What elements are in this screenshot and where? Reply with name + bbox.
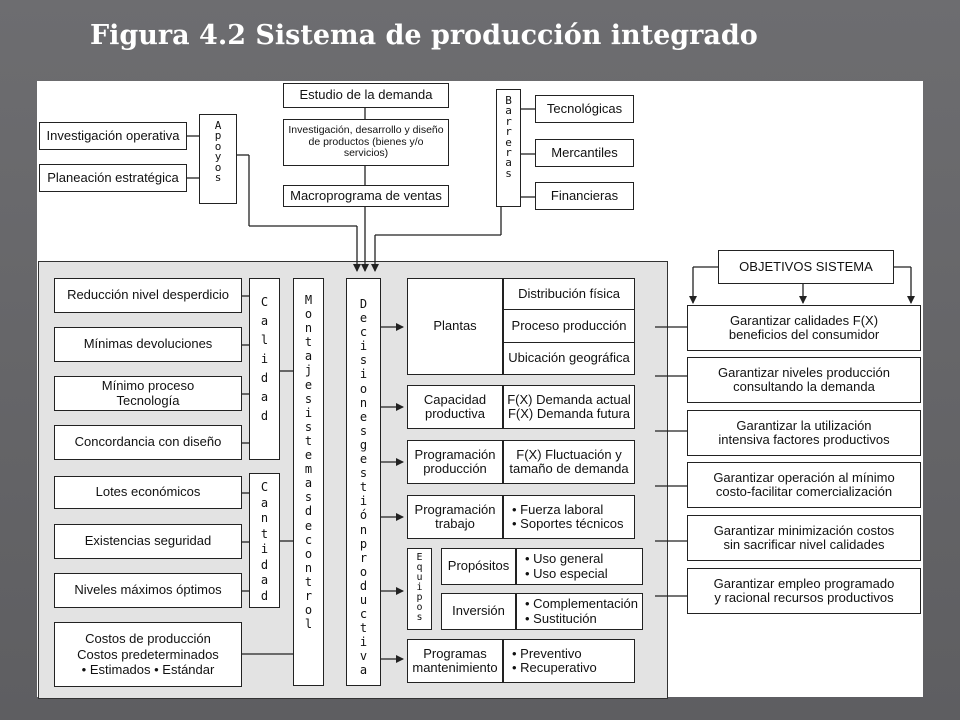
plantas-item: Distribución física	[504, 279, 634, 311]
apoyos-item-investigacion: Investigación operativa	[39, 122, 187, 150]
calidad-item: Reducción nivel desperdicio	[54, 278, 242, 313]
research-design-box: Investigación, desarrollo y diseño de pr…	[283, 119, 449, 166]
objetivo-item: Garantizar minimización costos sin sacri…	[687, 515, 921, 561]
inversion-detail-box: • Complementación • Sustitución	[516, 593, 643, 630]
plantas-items-box: Distribución física Proceso producción U…	[503, 278, 635, 375]
objetivo-item: Garantizar calidades F(X) beneficios del…	[687, 305, 921, 351]
calidad-label: Calidad	[260, 295, 269, 423]
mantenimiento-label-box: Programas mantenimiento	[407, 639, 503, 683]
cantidad-item: Existencias seguridad	[54, 524, 242, 559]
montaje-control-box: Montaje sistemas de control	[293, 278, 324, 686]
calidad-item: Mínimas devoluciones	[54, 327, 242, 362]
equipos-label: Equipos	[416, 552, 423, 623]
plantas-box: Plantas	[407, 278, 503, 375]
objetivo-item: Garantizar la utilización intensiva fact…	[687, 410, 921, 456]
equipos-label-box: Equipos	[407, 548, 432, 630]
plantas-item: Proceso producción	[504, 310, 634, 343]
cantidad-item: Lotes económicos	[54, 476, 242, 509]
capacidad-detail-box: F(X) Demanda actual F(X) Demanda futura	[503, 385, 635, 429]
barreras-item-mercantiles: Mercantiles	[535, 139, 634, 167]
prog-trabajo-label-box: Programación trabajo	[407, 495, 503, 539]
slide-title: Figura 4.2 Sistema de producción integra…	[90, 20, 758, 51]
decisiones-gestion-label: Decisiones gestión productiva	[359, 297, 368, 678]
connector-lines	[187, 108, 915, 663]
sales-macroprogram-box: Macroprograma de ventas	[283, 185, 449, 207]
inversion-label-box: Inversión	[441, 593, 516, 630]
cantidad-item: Niveles máximos óptimos	[54, 573, 242, 608]
prog-trabajo-detail-box: • Fuerza laboral • Soportes técnicos	[503, 495, 635, 539]
apoyos-item-planeacion: Planeación estratégica	[39, 164, 187, 192]
barreras-item-financieras: Financieras	[535, 182, 634, 210]
prog-produccion-label-box: Programación producción	[407, 440, 503, 484]
demand-study-box: Estudio de la demanda	[283, 83, 449, 108]
decisiones-gestion-box: Decisiones gestión productiva	[346, 278, 381, 686]
objetivo-item: Garantizar empleo programado y racional …	[687, 568, 921, 614]
cantidad-label-box: Cantidad	[249, 473, 280, 608]
propositos-label-box: Propósitos	[441, 548, 516, 585]
plantas-item: Ubicación geográfica	[508, 350, 630, 366]
montaje-control-label: Montaje sistemas de control	[304, 293, 313, 632]
objetivo-item: Garantizar niveles producción consultand…	[687, 357, 921, 403]
diagram-canvas: Estudio de la demanda Investigación, des…	[37, 81, 923, 699]
mantenimiento-detail-box: • Preventivo • Recuperativo	[503, 639, 635, 683]
cantidad-label: Cantidad	[260, 480, 269, 603]
costs-box: Costos de producción Costos predetermina…	[54, 622, 242, 687]
barreras-item-tecnologicas: Tecnológicas	[535, 95, 634, 123]
calidad-item: Mínimo proceso Tecnología	[54, 376, 242, 411]
apoyos-label-box: Apoyos	[199, 114, 237, 204]
barreras-label: Barreras	[505, 94, 512, 180]
capacidad-label-box: Capacidad productiva	[407, 385, 503, 429]
objetivos-title-box: OBJETIVOS SISTEMA	[718, 250, 894, 284]
calidad-item: Concordancia con diseño	[54, 425, 242, 460]
apoyos-label: Apoyos	[214, 119, 222, 185]
barreras-label-box: Barreras	[496, 89, 521, 207]
prog-produccion-detail-box: F(X) Fluctuación y tamaño de demanda	[503, 440, 635, 484]
objetivo-item: Garantizar operación al mínimo costo-fac…	[687, 462, 921, 508]
propositos-detail-box: • Uso general • Uso especial	[516, 548, 643, 585]
calidad-label-box: Calidad	[249, 278, 280, 460]
